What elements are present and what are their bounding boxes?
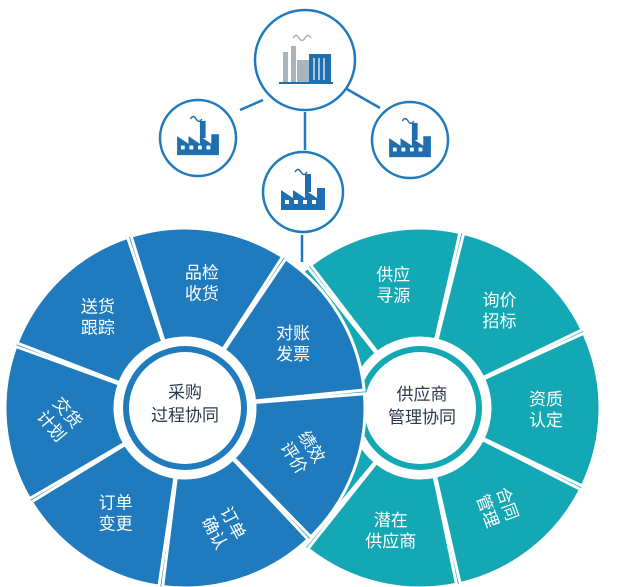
left-factory-node [158, 98, 238, 178]
right-hub-line-1: 供应商 [397, 385, 448, 405]
factory-connectors [239, 86, 381, 262]
right-factory-node [370, 100, 450, 180]
left-hub-line-1: 采购 [168, 383, 202, 403]
right-hub [364, 352, 476, 464]
connector-main-right [344, 86, 381, 110]
factory-left-icon [177, 115, 219, 156]
factory-middle-icon [281, 168, 325, 210]
connector-main-left [239, 98, 264, 112]
left-hub-label: 采购 过程协同 [151, 383, 219, 426]
right-segment[interactable] [433, 437, 583, 586]
left-hub-line-2: 过程协同 [151, 406, 219, 426]
left-segment-label: 订单变更 [99, 494, 133, 535]
right-hub-line-2: 管理协同 [388, 408, 456, 428]
right-segment-label: 询价招标 [483, 291, 517, 332]
right-segment-label: 合同管理 [472, 485, 522, 531]
right-segment-label: 供应寻源 [376, 265, 410, 306]
right-hub-label: 供应商 管理协同 [388, 385, 456, 428]
left-hub [129, 352, 241, 464]
right-segment-label: 潜在供应商 [365, 511, 416, 552]
right-segment[interactable] [481, 331, 602, 489]
factory-right-icon [389, 117, 431, 158]
middle-factory-node [261, 150, 345, 234]
left-segment[interactable] [129, 226, 285, 352]
left-segment-label: 对账发票 [276, 324, 310, 365]
right-segment-label: 资质认定 [529, 390, 563, 431]
main-factory-node [253, 8, 357, 112]
left-segment-label: 送货跟踪 [81, 297, 115, 338]
factory-main-icon [279, 34, 333, 84]
left-segment-label: 品检收货 [185, 264, 219, 305]
